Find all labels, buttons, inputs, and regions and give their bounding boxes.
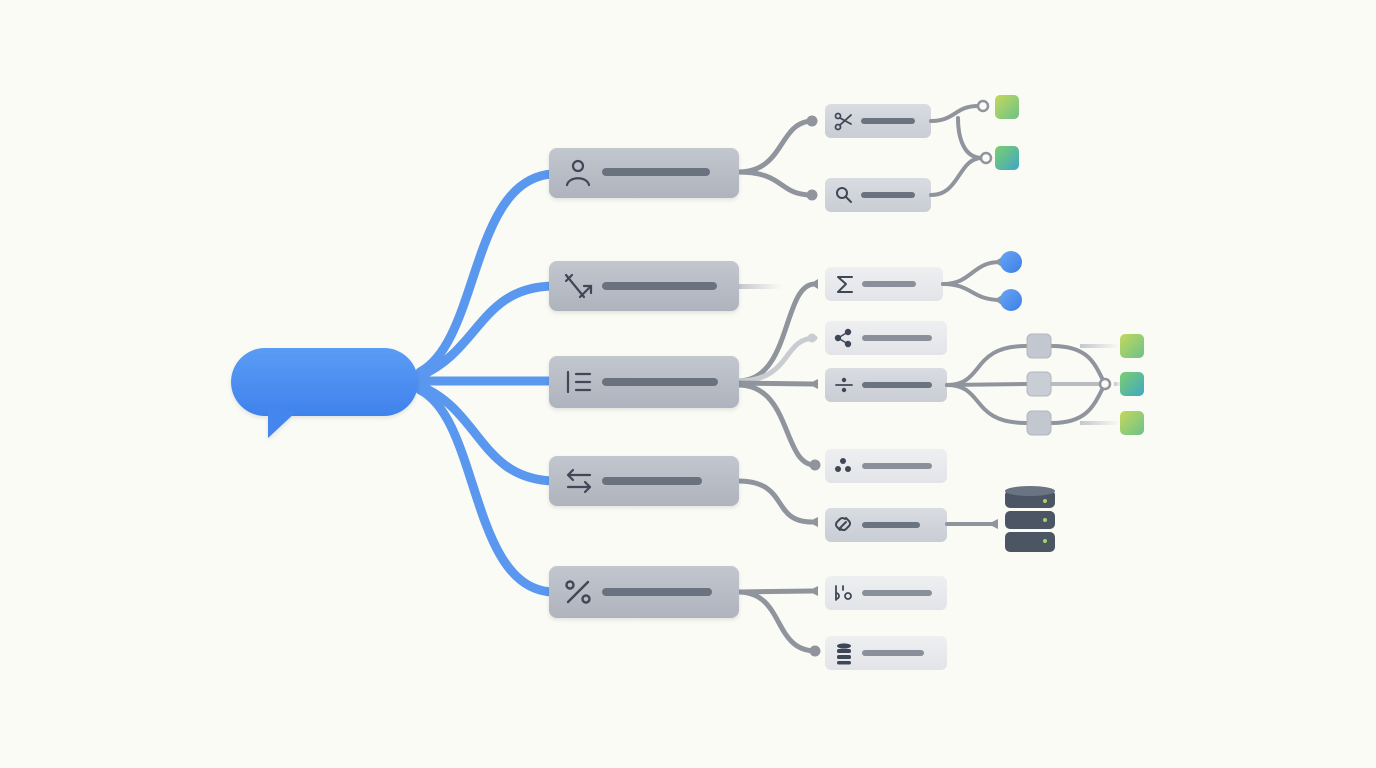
link-root-swap bbox=[415, 381, 557, 486]
link-icon bbox=[834, 516, 852, 532]
blue-dot-icon[interactable] bbox=[1000, 251, 1022, 273]
secondary-node-cluster[interactable] bbox=[825, 449, 947, 483]
link-divide-sq-1 bbox=[945, 344, 1028, 387]
link-scissors-out bbox=[929, 104, 980, 123]
link-list-divide bbox=[735, 380, 815, 387]
secondary-arrowheads bbox=[806, 115, 821, 657]
secondary-node-search[interactable] bbox=[825, 178, 931, 212]
label-bar bbox=[862, 281, 916, 287]
faded-tails bbox=[1080, 344, 1122, 425]
label-bar bbox=[602, 477, 702, 485]
output-nodes bbox=[995, 95, 1144, 552]
link-root-user bbox=[415, 169, 557, 377]
database-stack-icon[interactable] bbox=[1005, 486, 1055, 552]
label-bar bbox=[602, 378, 718, 386]
tertiary-links bbox=[929, 104, 1107, 526]
link-user-scissors bbox=[735, 118, 815, 175]
primary-nodes bbox=[549, 148, 739, 618]
cluster-icon bbox=[835, 458, 851, 472]
primary-node-percent[interactable] bbox=[549, 566, 739, 618]
user-icon bbox=[565, 159, 591, 187]
label-bar bbox=[602, 282, 717, 290]
root-node[interactable] bbox=[231, 348, 418, 438]
root-links bbox=[415, 169, 557, 597]
link-percent-database bbox=[735, 589, 818, 654]
share-icon bbox=[834, 328, 852, 348]
link-intersect-fade bbox=[738, 284, 782, 289]
link-root-percent bbox=[415, 385, 557, 597]
green-square-icon[interactable] bbox=[995, 95, 1019, 119]
link-swap-link bbox=[735, 478, 815, 525]
green-square-icon[interactable] bbox=[1120, 334, 1144, 358]
green-square-icon[interactable] bbox=[1120, 411, 1144, 435]
link-merge bbox=[956, 116, 984, 160]
list-icon bbox=[566, 370, 592, 394]
primary-node-swap[interactable] bbox=[549, 456, 739, 506]
primary-node-user[interactable] bbox=[549, 148, 739, 198]
label-bar bbox=[862, 382, 932, 388]
link-divide-sq-3 bbox=[945, 383, 1028, 425]
link-sq3-out bbox=[1050, 382, 1107, 425]
primary-node-list[interactable] bbox=[549, 356, 739, 408]
link-root-intersect bbox=[415, 281, 557, 381]
teal-square-icon[interactable] bbox=[1120, 372, 1144, 396]
label-bar bbox=[861, 118, 915, 124]
secondary-links bbox=[735, 118, 818, 654]
blue-dot-icon[interactable] bbox=[1000, 289, 1022, 311]
secondary-node-scissors[interactable] bbox=[825, 104, 931, 138]
secondary-nodes bbox=[825, 104, 947, 670]
sigma-icon bbox=[837, 276, 853, 293]
secondary-node-sigma[interactable] bbox=[825, 267, 943, 301]
primary-node-intersect[interactable] bbox=[549, 261, 739, 311]
divide-icon bbox=[835, 377, 853, 393]
label-bar bbox=[861, 192, 915, 198]
label-bar bbox=[602, 588, 712, 596]
link-list-share bbox=[735, 335, 818, 384]
secondary-node-divide[interactable] bbox=[825, 368, 947, 402]
label-bar bbox=[862, 335, 932, 341]
link-sq1-out bbox=[1050, 344, 1107, 386]
label-bar bbox=[602, 168, 710, 176]
secondary-node-share[interactable] bbox=[825, 321, 947, 355]
link-list-cluster bbox=[735, 382, 818, 468]
secondary-node-database[interactable] bbox=[825, 636, 947, 670]
intersect-icon bbox=[564, 273, 593, 299]
link-user-search bbox=[735, 169, 815, 198]
gray-square-icon[interactable] bbox=[1026, 410, 1052, 436]
link-sigma-dot-2 bbox=[941, 282, 1002, 302]
database-icon bbox=[837, 643, 851, 665]
label-bar bbox=[862, 522, 920, 528]
label-bar bbox=[862, 650, 924, 656]
secondary-node-link[interactable] bbox=[825, 508, 947, 542]
percent-icon bbox=[565, 580, 591, 604]
secondary-node-bitcoin[interactable] bbox=[825, 576, 947, 610]
swap-icon bbox=[566, 468, 592, 494]
label-bar bbox=[862, 463, 932, 469]
teal-square-icon[interactable] bbox=[995, 146, 1019, 170]
scissors-icon bbox=[834, 112, 852, 131]
link-sigma-dot-1 bbox=[941, 260, 1002, 286]
gray-square-icon[interactable] bbox=[1026, 371, 1052, 397]
gray-square-icon[interactable] bbox=[1026, 333, 1052, 359]
search-icon bbox=[836, 187, 852, 203]
bitcoin-icon bbox=[835, 585, 852, 601]
tertiary-connectors bbox=[976, 99, 1112, 529]
label-bar bbox=[862, 590, 932, 596]
link-divide-sq-2 bbox=[945, 382, 1028, 387]
link-search-out bbox=[929, 156, 984, 197]
